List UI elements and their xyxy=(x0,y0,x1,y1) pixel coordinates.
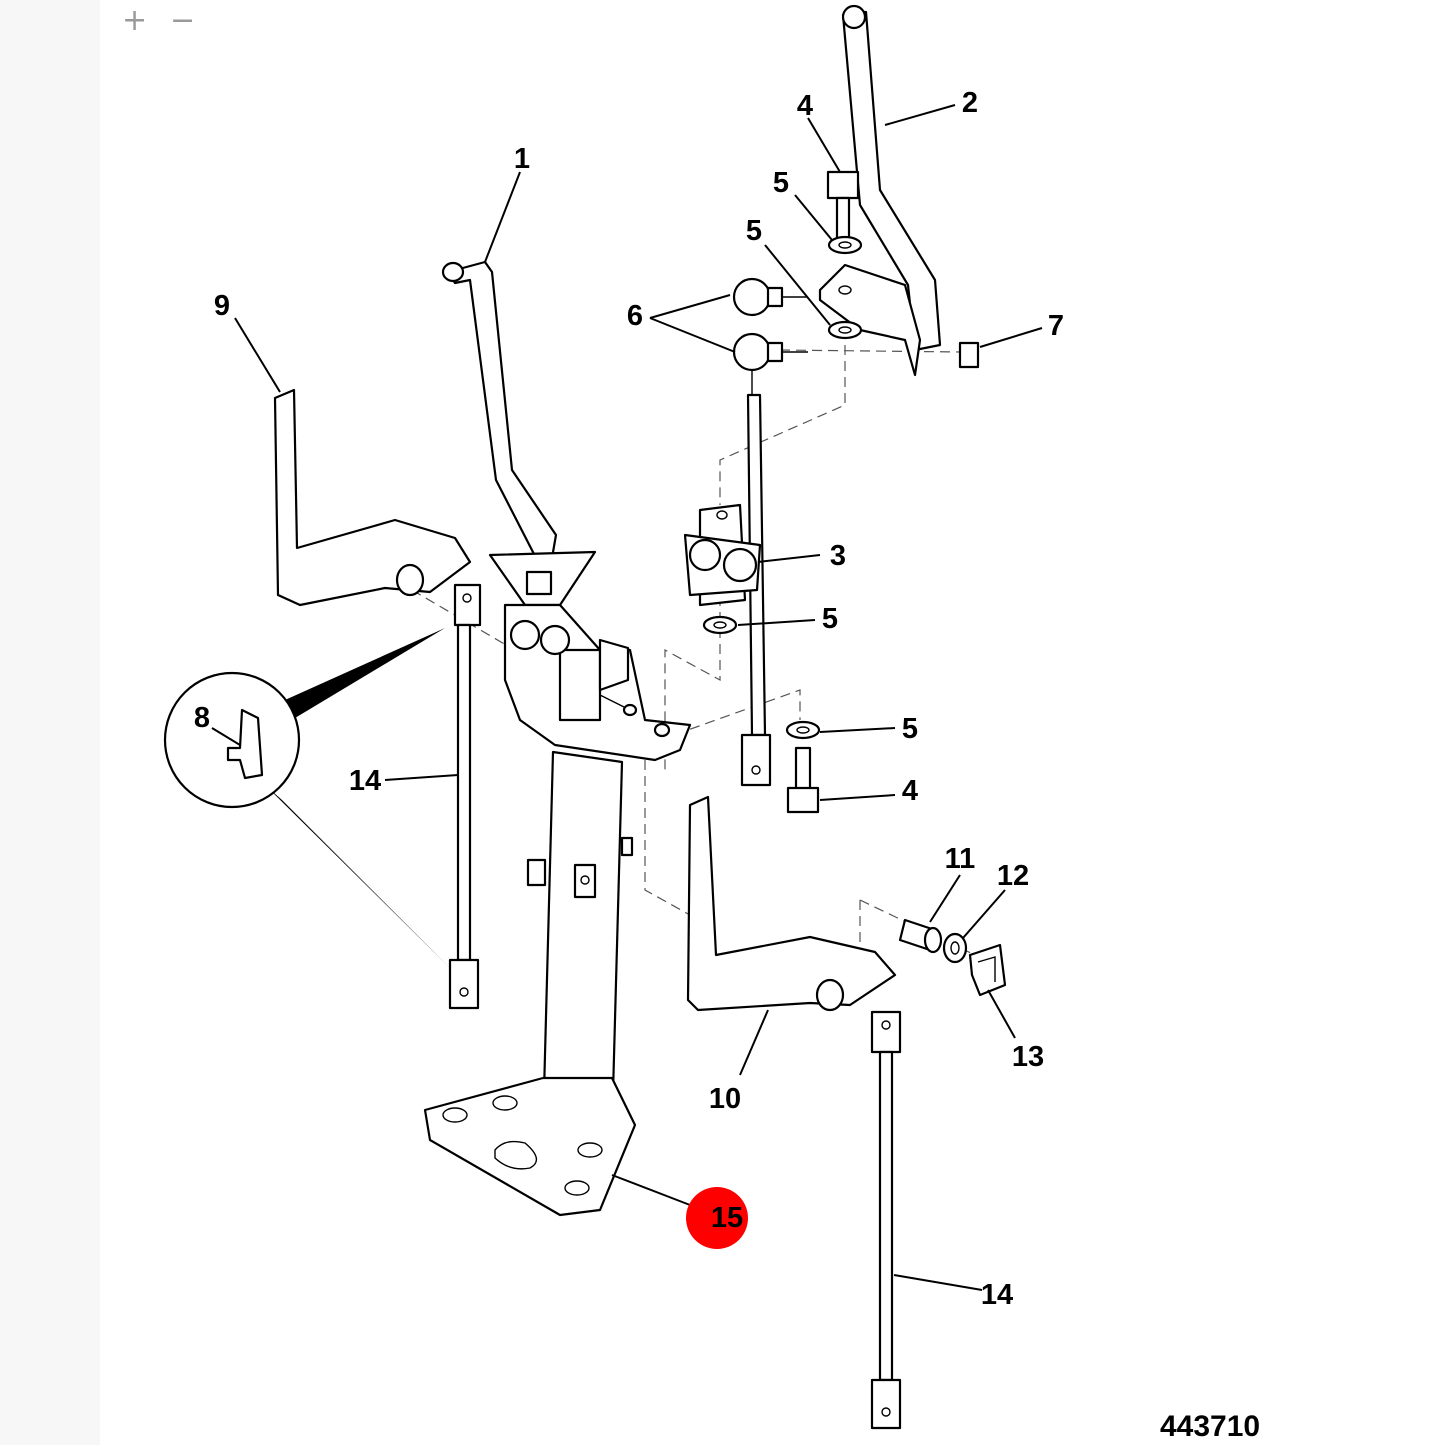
callout-15[interactable]: 15 xyxy=(711,1202,743,1234)
part-5-washer-lower[interactable] xyxy=(785,720,821,740)
part-7-nut[interactable] xyxy=(958,341,980,369)
callout-labels: 1 2 3 4 5 5 5 5 4 6 7 8 9 10 11 12 13 14… xyxy=(194,87,1064,1311)
part-1-shift-lever[interactable] xyxy=(441,260,558,560)
callout-5-d[interactable]: 5 xyxy=(902,713,918,745)
callout-14-left[interactable]: 14 xyxy=(349,765,381,797)
callout-10[interactable]: 10 xyxy=(709,1083,741,1115)
part-3-pivot-block[interactable] xyxy=(683,503,762,607)
diagram-id-label: 443710 xyxy=(1160,1410,1261,1443)
part-12-washer[interactable] xyxy=(942,932,968,964)
callout-5-b[interactable]: 5 xyxy=(746,215,762,247)
callout-4-top[interactable]: 4 xyxy=(797,90,813,122)
part-14-rod-left[interactable] xyxy=(448,583,482,1010)
part-9-pedal-arm[interactable] xyxy=(273,388,472,607)
callout-5-c[interactable]: 5 xyxy=(822,603,838,635)
part-2-lever[interactable] xyxy=(818,4,942,377)
callout-2[interactable]: 2 xyxy=(962,87,978,119)
left-margin-strip xyxy=(0,0,100,1445)
callout-5-a[interactable]: 5 xyxy=(773,167,789,199)
part-4-bolt-lower[interactable] xyxy=(786,746,820,814)
part-11-bushing[interactable] xyxy=(898,918,943,954)
callout-3[interactable]: 3 xyxy=(830,540,846,572)
callout-9[interactable]: 9 xyxy=(214,290,230,322)
callout-4-lower[interactable]: 4 xyxy=(902,775,918,807)
selected-callout-marker[interactable] xyxy=(686,1187,748,1249)
zoom-in-button[interactable]: + xyxy=(122,3,148,38)
callout-14-right[interactable]: 14 xyxy=(981,1279,1013,1311)
callout-6[interactable]: 6 xyxy=(627,300,643,332)
part-5-washer-second[interactable] xyxy=(827,320,863,340)
callout-1[interactable]: 1 xyxy=(514,143,530,175)
callout-12[interactable]: 12 xyxy=(997,860,1029,892)
leader-lines xyxy=(211,104,1043,1291)
part-5-washer-top[interactable] xyxy=(827,235,863,255)
zoom-out-button[interactable]: − xyxy=(170,3,196,38)
callout-11[interactable]: 11 xyxy=(945,843,976,875)
part-6-ball-joints[interactable] xyxy=(732,277,808,395)
part-14-rod-right[interactable] xyxy=(870,1010,902,1430)
part-10-pedal-arm[interactable] xyxy=(686,795,897,1012)
part-13-clip[interactable] xyxy=(968,943,1007,997)
callout-8[interactable]: 8 xyxy=(194,702,210,734)
part-15-bracket-assembly[interactable] xyxy=(423,550,692,1217)
callout-13[interactable]: 13 xyxy=(1012,1041,1044,1073)
part-8-clip-detail[interactable] xyxy=(163,628,450,968)
part-5-washer-mid[interactable] xyxy=(702,615,738,635)
callout-7[interactable]: 7 xyxy=(1048,310,1064,342)
part-4-bolt-top[interactable] xyxy=(826,170,860,240)
